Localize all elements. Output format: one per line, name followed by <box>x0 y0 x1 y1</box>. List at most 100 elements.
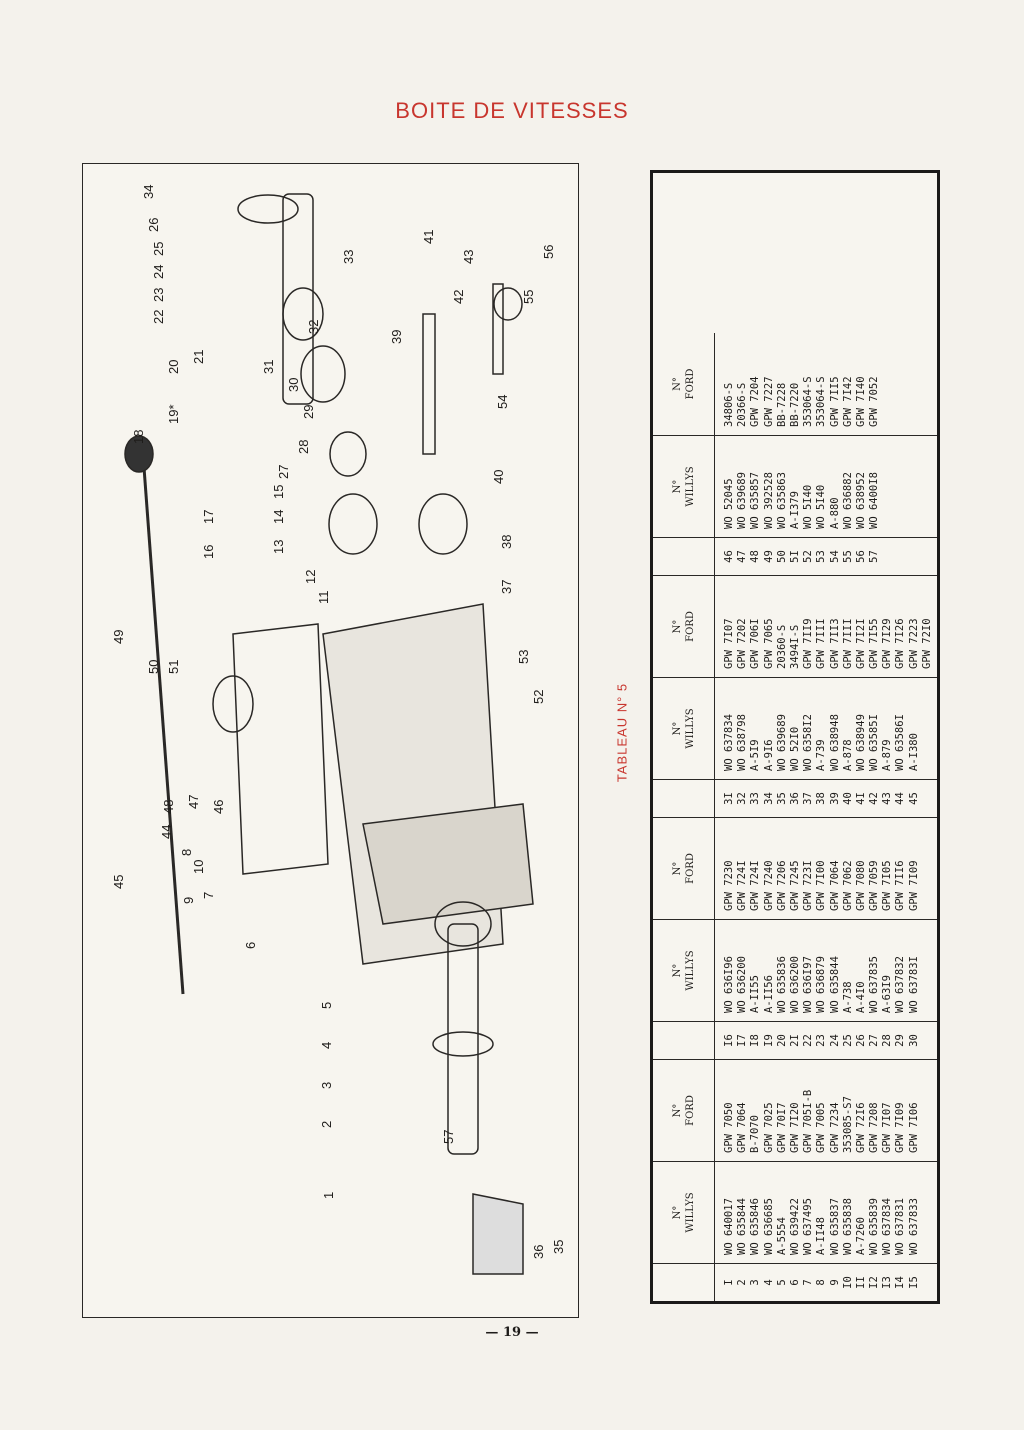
table-cell: 5 <box>775 1279 788 1286</box>
table-cell: I2 <box>868 1276 881 1289</box>
header-text: WILLYS <box>684 1192 696 1233</box>
table-cell: 37 <box>802 792 815 805</box>
table-cell: GPW 7I42 <box>841 376 854 427</box>
table-cell: I3 <box>881 1276 894 1289</box>
table-cell: WO 635846 <box>749 1198 762 1255</box>
countershaft <box>422 313 436 455</box>
ford-column-1-header: N°FORD <box>653 1060 715 1161</box>
header-text: FORD <box>684 368 696 400</box>
table-cell: WO 635836 <box>775 956 788 1013</box>
table-cell: WO 63586I <box>894 714 907 771</box>
table-cell: GPW 705I-B <box>802 1089 815 1153</box>
table-cell: WO 638798 <box>736 714 749 771</box>
callout-33: 33 <box>341 250 356 264</box>
synchro-hub <box>329 431 367 477</box>
table-cell: 28 <box>881 1034 894 1047</box>
table-cell: I5 <box>907 1276 920 1289</box>
callout-4: 4 <box>319 1042 334 1049</box>
table-cell: WO 636I97 <box>802 956 815 1013</box>
callout-52: 52 <box>531 690 546 704</box>
table-cell: WO 637834 <box>723 714 735 771</box>
callout-42: 42 <box>451 290 466 304</box>
table-cell: WO 640017 <box>723 1198 735 1255</box>
callout-11: 11 <box>316 591 331 605</box>
table-cell: 25 <box>841 1034 854 1047</box>
table-cell: 48 <box>749 550 762 563</box>
callout-16: 16 <box>201 545 216 559</box>
table-cell: 2I <box>788 1034 801 1047</box>
table-cell: WO 636200 <box>788 956 801 1013</box>
table-cell: I <box>723 1279 735 1286</box>
table-cell: GPW 7III <box>841 618 854 669</box>
table-cell: WO 392528 <box>762 472 775 529</box>
callout-20: 20 <box>166 360 181 374</box>
input-gear <box>434 901 492 947</box>
table-cell: 6 <box>788 1279 801 1286</box>
callout-15: 15 <box>271 485 286 499</box>
table-cell: I9 <box>762 1034 775 1047</box>
table-cell: A-I379 <box>788 491 801 529</box>
table-cell: WO 639689 <box>736 472 749 529</box>
willys-column-2-header: N°WILLYS <box>653 920 715 1021</box>
main-shaft <box>282 193 314 405</box>
callout-39: 39 <box>389 330 404 344</box>
table-cell: I8 <box>749 1034 762 1047</box>
table-cell: 57 <box>868 550 881 563</box>
ford-column-3-header: N°FORD <box>653 576 715 677</box>
table-cell: WO 637833 <box>907 1198 920 1255</box>
table-cell: 40 <box>841 792 854 805</box>
table-cell: WO 635863 <box>775 472 788 529</box>
ford-column-2-header: N°FORD <box>653 818 715 919</box>
callout-14: 14 <box>271 510 286 524</box>
table-cell: A-II48 <box>815 1217 828 1255</box>
ref-column-2-header <box>653 1022 715 1059</box>
table-cell: WO 637831 <box>894 1198 907 1255</box>
callout-56: 56 <box>541 245 556 259</box>
table-cell: GPW 7227 <box>762 376 775 427</box>
table-cell: A-II56 <box>762 975 775 1013</box>
table-cell: 55 <box>841 550 854 563</box>
table-cell: GPW 7234 <box>828 1102 841 1153</box>
header-text: FORD <box>684 611 696 642</box>
callout-6: 6 <box>243 942 258 949</box>
shift-cover <box>232 623 329 875</box>
table-cell: 32 <box>736 792 749 805</box>
callout-27: 27 <box>276 465 291 479</box>
table-cell: 43 <box>881 792 894 805</box>
table-cell: GPW 7204 <box>749 376 762 427</box>
table-cell: GPW 7025 <box>762 1102 775 1153</box>
table-cell: 353085-S7 <box>841 1096 854 1153</box>
table-cell: A-63I9 <box>881 975 894 1013</box>
table-cell: A-II55 <box>749 975 762 1013</box>
table-cell: GPW 7II3 <box>828 618 841 669</box>
callout-35: 35 <box>551 1240 566 1254</box>
table-cell: GPW 7245 <box>788 860 801 911</box>
table-cell: GPW 7I20 <box>788 1102 801 1153</box>
callout-57: 57 <box>441 1130 456 1144</box>
header-text: N° <box>671 1103 683 1118</box>
table-cell: 27 <box>868 1034 881 1047</box>
input-shaft <box>447 923 479 1155</box>
table-cell: 5I <box>788 550 801 563</box>
case-flange <box>362 803 534 925</box>
table-cell: 56 <box>854 550 867 563</box>
table-label: TABLEAU N° 5 <box>612 680 632 790</box>
table-cell: GPW 7I00 <box>815 860 828 911</box>
table-cell: WO 636882 <box>841 472 854 529</box>
table-cell: A-4I0 <box>854 981 867 1013</box>
table-cell: 34 <box>762 792 775 805</box>
table-cell: 9 <box>828 1279 841 1286</box>
callout-5: 5 <box>319 1002 334 1009</box>
table-cell: GPW 7II9 <box>802 618 815 669</box>
table-label-text: TABLEAU N° 5 <box>614 682 630 783</box>
table-cell: WO 635838 <box>841 1198 854 1255</box>
shift-lever <box>141 453 185 995</box>
header-text: N° <box>671 861 683 876</box>
page-number: — 19 — <box>485 1325 539 1340</box>
table-cell: WO 637834 <box>881 1198 894 1255</box>
page-title: BOITE DE VITESSES <box>395 98 629 123</box>
table-cell: GPW 7080 <box>854 860 867 911</box>
